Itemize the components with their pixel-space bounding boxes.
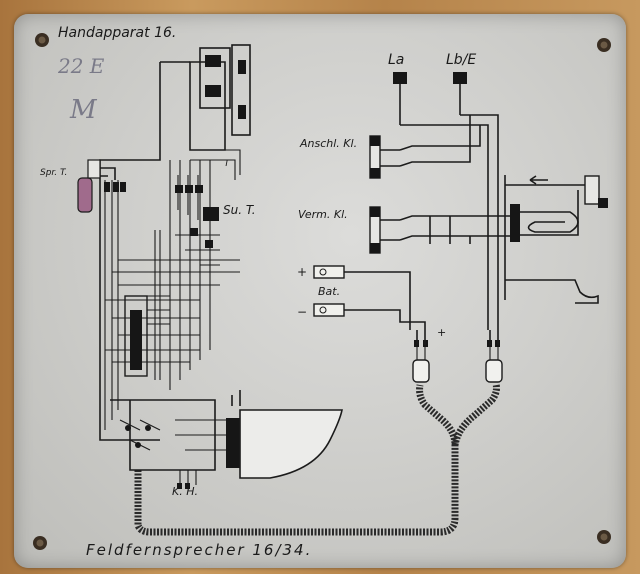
hook-switch	[504, 175, 608, 304]
terminal-lb-e	[453, 72, 467, 115]
label-t: T	[224, 159, 231, 169]
handwritten-number: 22 E	[57, 54, 105, 78]
label-kh: K. H.	[172, 485, 198, 498]
plug-left	[412, 340, 430, 383]
label-bat: Bat.	[318, 285, 340, 298]
label-spr-t: Spr. T.	[40, 168, 67, 178]
anschl-kl-terminal	[369, 115, 481, 179]
su-t-switch	[203, 207, 219, 221]
handset-cable	[134, 383, 500, 536]
battery-terminals	[313, 265, 426, 345]
sprech-taste	[77, 159, 126, 213]
label-anschl-kl: Anschl. Kl.	[299, 137, 357, 150]
label-plus-left: +	[297, 265, 307, 279]
screw-top-right	[597, 38, 611, 52]
plug-right	[485, 340, 503, 383]
induction-coil	[124, 295, 170, 377]
screw-top-left	[35, 33, 49, 47]
terminal-la	[393, 72, 407, 125]
schematic-plate	[14, 14, 626, 568]
verm-kl-terminal	[369, 206, 520, 254]
plate-footer: Feldfernsprecher 16/34.	[86, 541, 312, 559]
label-verm-kl: Verm. Kl.	[298, 208, 348, 221]
handwritten-mark: M	[69, 95, 98, 125]
label-plus-right: +	[437, 326, 446, 339]
label-minus-left: −	[297, 305, 307, 319]
screw-bottom-left	[33, 536, 47, 550]
label-lb-e: Lb/E	[446, 52, 476, 68]
plate-title: Handapparat 16.	[58, 25, 176, 41]
relay-coil	[189, 44, 251, 151]
label-su-t: Su. T.	[223, 203, 256, 217]
screw-bottom-right	[597, 530, 611, 544]
label-la: La	[388, 52, 404, 68]
handset-earpiece	[226, 409, 343, 479]
